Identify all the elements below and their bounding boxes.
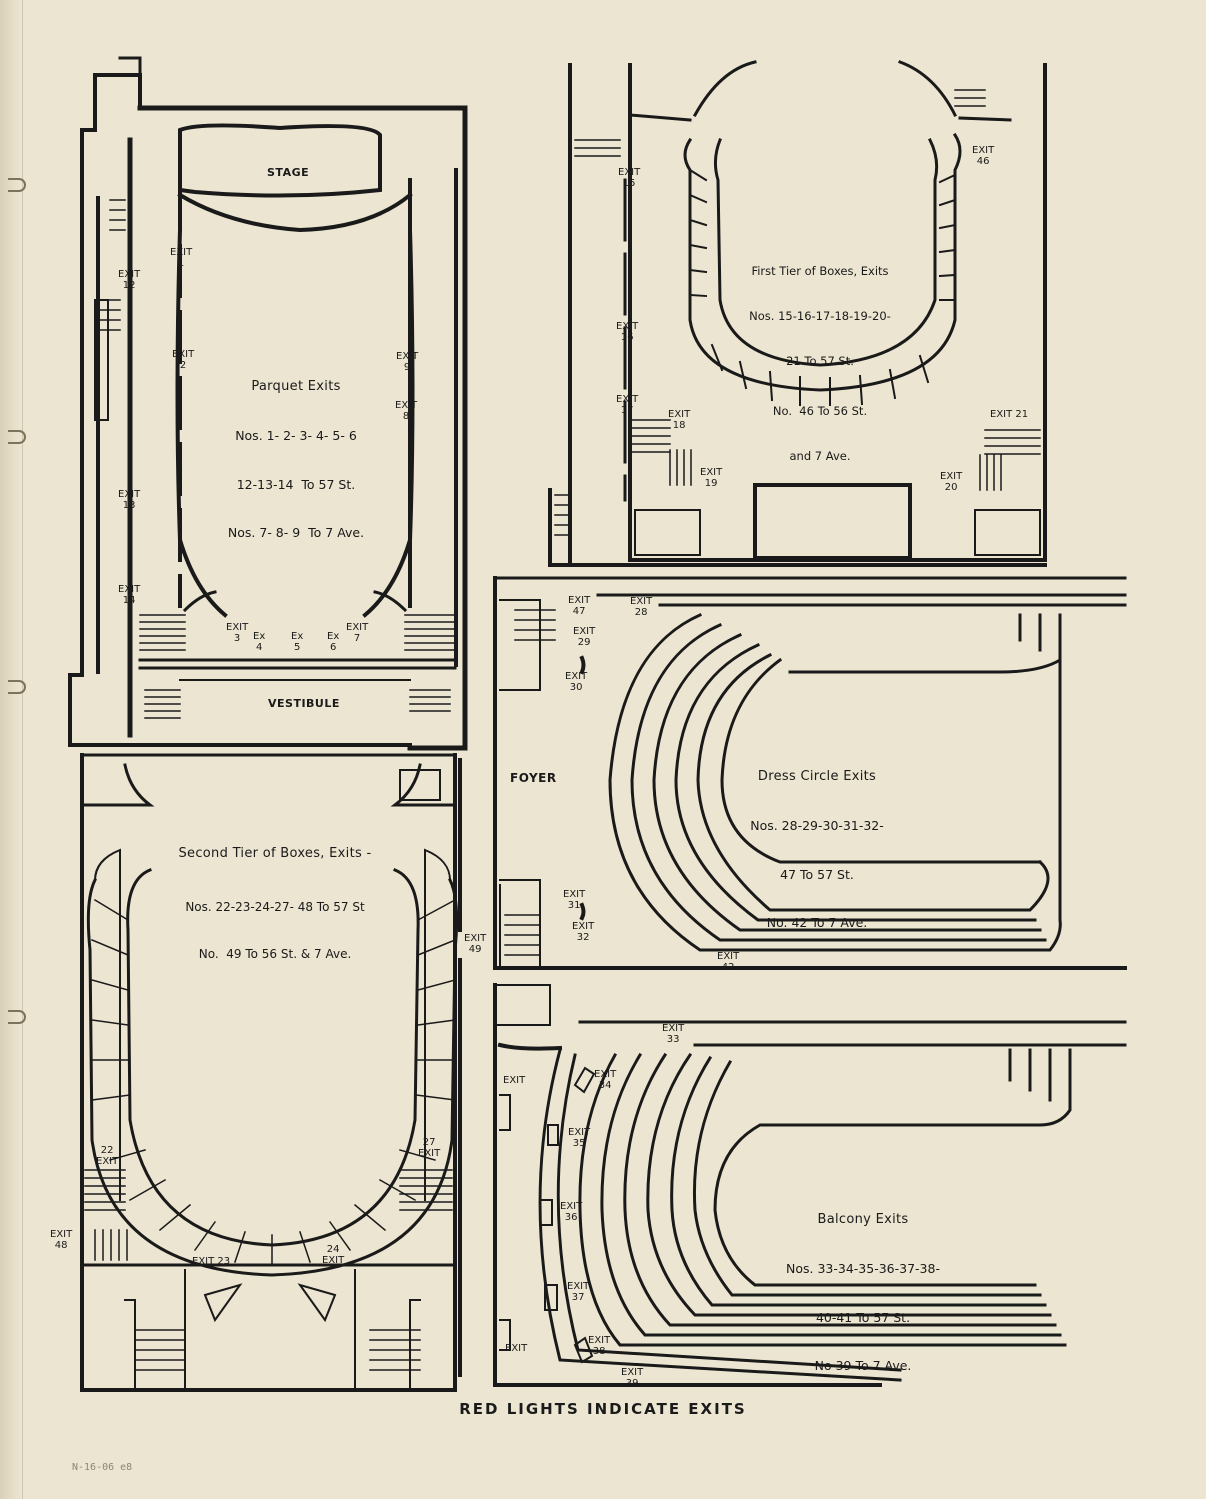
first-tier-line: and 7 Ave. (789, 449, 851, 464)
footer-caption: RED LIGHTS INDICATE EXITS (459, 1400, 747, 1418)
exit-2-label: EXIT 2 (172, 349, 195, 371)
parquet-exits-title: Parquet Exits (251, 378, 341, 394)
exit-28-label: EXIT 28 (630, 596, 653, 618)
first-tier-line: Nos. 15-16-17-18-19-20- (749, 308, 891, 323)
exit-46-label: EXIT 46 (972, 145, 995, 167)
dress-circle-line: 47 To 57 St. (780, 866, 854, 882)
exit-16-label: EXIT 16 (616, 321, 639, 343)
second-tier-block: Second Tier of Boxes, Exits - Nos. 22-23… (135, 815, 415, 994)
second-tier-line: Nos. 22-23-24-27- 48 To 57 St (185, 900, 365, 915)
binding-stitch (8, 1010, 26, 1024)
parquet-plan (68, 56, 468, 751)
first-tier-line: No. 46 To 56 St. (772, 404, 868, 419)
binding-stitch (8, 680, 26, 694)
dress-circle-block: Dress Circle Exits Nos. 28-29-30-31-32- … (722, 736, 912, 964)
exit-35-label: EXIT 35 (568, 1127, 591, 1149)
exit-37-label: EXIT 37 (567, 1281, 590, 1303)
exit-18-label: EXIT 18 (668, 409, 691, 431)
dress-circle-line: Nos. 28-29-30-31-32- (750, 817, 884, 833)
balcony-line: No 39 To 7 Ave. (814, 1358, 912, 1374)
exit-8-label: EXIT 8 (395, 400, 418, 422)
exit-4-label: Ex 4 (253, 631, 266, 653)
exit-5-label: Ex 5 (291, 631, 304, 653)
exit-42-label: EXIT 42 (717, 951, 740, 973)
exit-48-label: EXIT 48 (50, 1229, 73, 1251)
exit-3-label: EXIT 3 (226, 622, 249, 644)
balcony-block: Balcony Exits Nos. 33-34-35-36-37-38- 40… (738, 1179, 988, 1407)
pencil-annotation: N-16-06 e8 (72, 1462, 133, 1473)
exit-23-label: EXIT 23 (192, 1256, 231, 1267)
exit-left-lower-label: EXIT (505, 1343, 528, 1354)
parquet-line: 12-13-14 To 57 St. (236, 476, 356, 492)
balcony-title: Balcony Exits (817, 1211, 909, 1227)
exit-12-label: EXIT 12 (118, 269, 141, 291)
first-tier-block: First Tier of Boxes, Exits Nos. 15-16-17… (730, 234, 910, 494)
balcony-line: 40-41 To 57 St. (815, 1309, 911, 1325)
first-tier-line: 21 To 57 St. (786, 353, 854, 368)
exit-38-label: EXIT 38 (588, 1335, 611, 1357)
exit-29-label: EXIT 29 (573, 626, 596, 648)
exit-33-label: EXIT 33 (662, 1023, 685, 1045)
exit-22-label: 22 EXIT (96, 1145, 119, 1167)
second-tier-plan (80, 753, 462, 1392)
exit-9-label: EXIT 9 (396, 351, 419, 373)
binding-stitch (8, 430, 26, 444)
exit-32-label: EXIT 32 (572, 921, 595, 943)
parquet-exits-block: Parquet Exits Nos. 1- 2- 3- 4- 5- 6 12-1… (196, 346, 396, 574)
dress-circle-plan (493, 576, 1127, 970)
binding-edge (0, 0, 26, 1499)
exit-27-label: 27 EXIT (418, 1137, 441, 1159)
exit-34-label: EXIT 34 (594, 1069, 617, 1091)
second-tier-title: Second Tier of Boxes, Exits - (178, 846, 372, 862)
exit-31-label: EXIT 31 (563, 889, 586, 911)
exit-left-upper-label: EXIT (503, 1075, 526, 1086)
dress-circle-line: No. 42 To 7 Ave. (766, 915, 868, 931)
second-tier-line: No. 49 To 56 St. & 7 Ave. (198, 947, 352, 962)
binding-stitch (8, 178, 26, 192)
exit-30-label: EXIT 30 (565, 671, 588, 693)
exit-47-label: EXIT 47 (568, 595, 591, 617)
foyer-label: FOYER (510, 771, 557, 785)
balcony-plan (493, 983, 1127, 1387)
exit-24-label: 24 EXIT (322, 1244, 345, 1266)
balcony-line: Nos. 33-34-35-36-37-38- (786, 1260, 940, 1276)
exit-6-label: Ex 6 (327, 631, 340, 653)
exit-36-label: EXIT 36 (560, 1201, 583, 1223)
vestibule-label: VESTIBULE (268, 697, 340, 710)
first-tier-plan (548, 60, 1047, 567)
dress-circle-title: Dress Circle Exits (757, 768, 877, 784)
exit-49-label: EXIT 49 (464, 933, 487, 955)
parquet-line: Nos. 7- 8- 9 To 7 Ave. (227, 525, 365, 541)
exit-39-label: EXIT 39 (621, 1367, 644, 1389)
exit-13-label: EXIT 13 (118, 489, 141, 511)
stage-label: STAGE (267, 166, 310, 179)
exit-20-label: EXIT 20 (940, 471, 963, 493)
exit-21-label: EXIT 21 (990, 409, 1029, 420)
exit-15-label: EXIT 15 (618, 167, 641, 189)
exit-14-label: EXIT 14 (118, 584, 141, 606)
exit-1-label: EXIT 1 (170, 247, 193, 269)
exit-19-label: EXIT 19 (700, 467, 723, 489)
parquet-line: Nos. 1- 2- 3- 4- 5- 6 (235, 427, 357, 443)
exit-7-label: EXIT 7 (346, 622, 369, 644)
exit-17-label: EXIT 17 (616, 394, 639, 416)
first-tier-title: First Tier of Boxes, Exits (751, 263, 889, 278)
